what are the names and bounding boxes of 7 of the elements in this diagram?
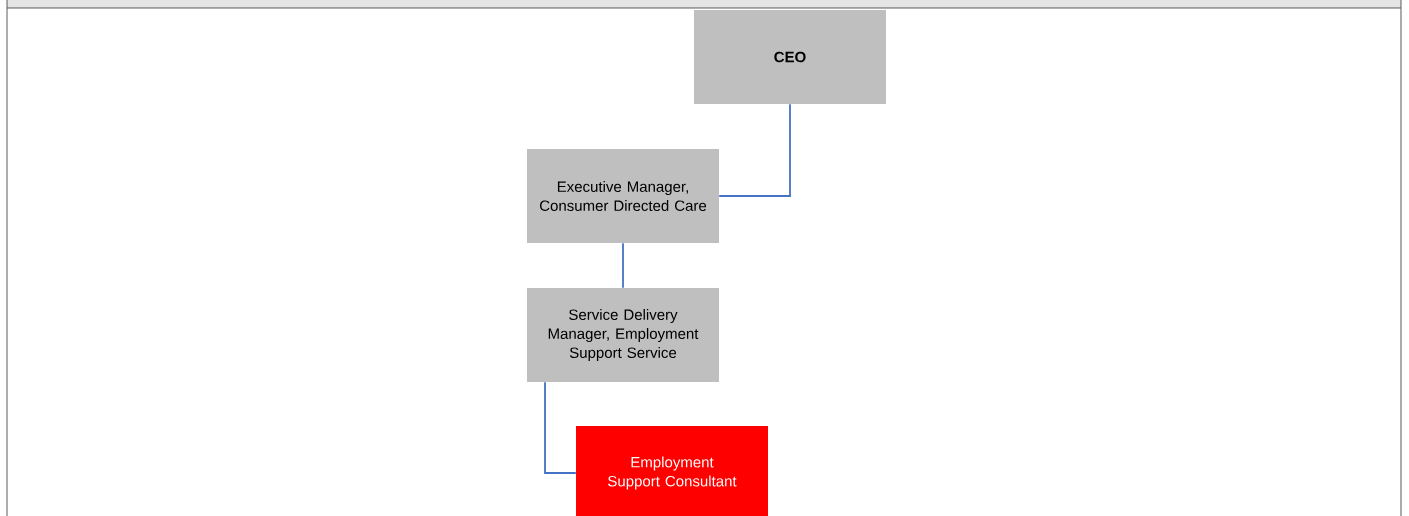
role-box: Executive Manager, Consumer Directed Care [527,149,719,243]
connector-line [622,242,624,289]
role-box: CEO [694,10,886,104]
connector-line [718,103,791,197]
role-box: Service Delivery Manager, Employment Support Service [527,288,719,382]
connector-line [544,381,577,474]
role-box: Employment Support Consultant [576,426,768,516]
